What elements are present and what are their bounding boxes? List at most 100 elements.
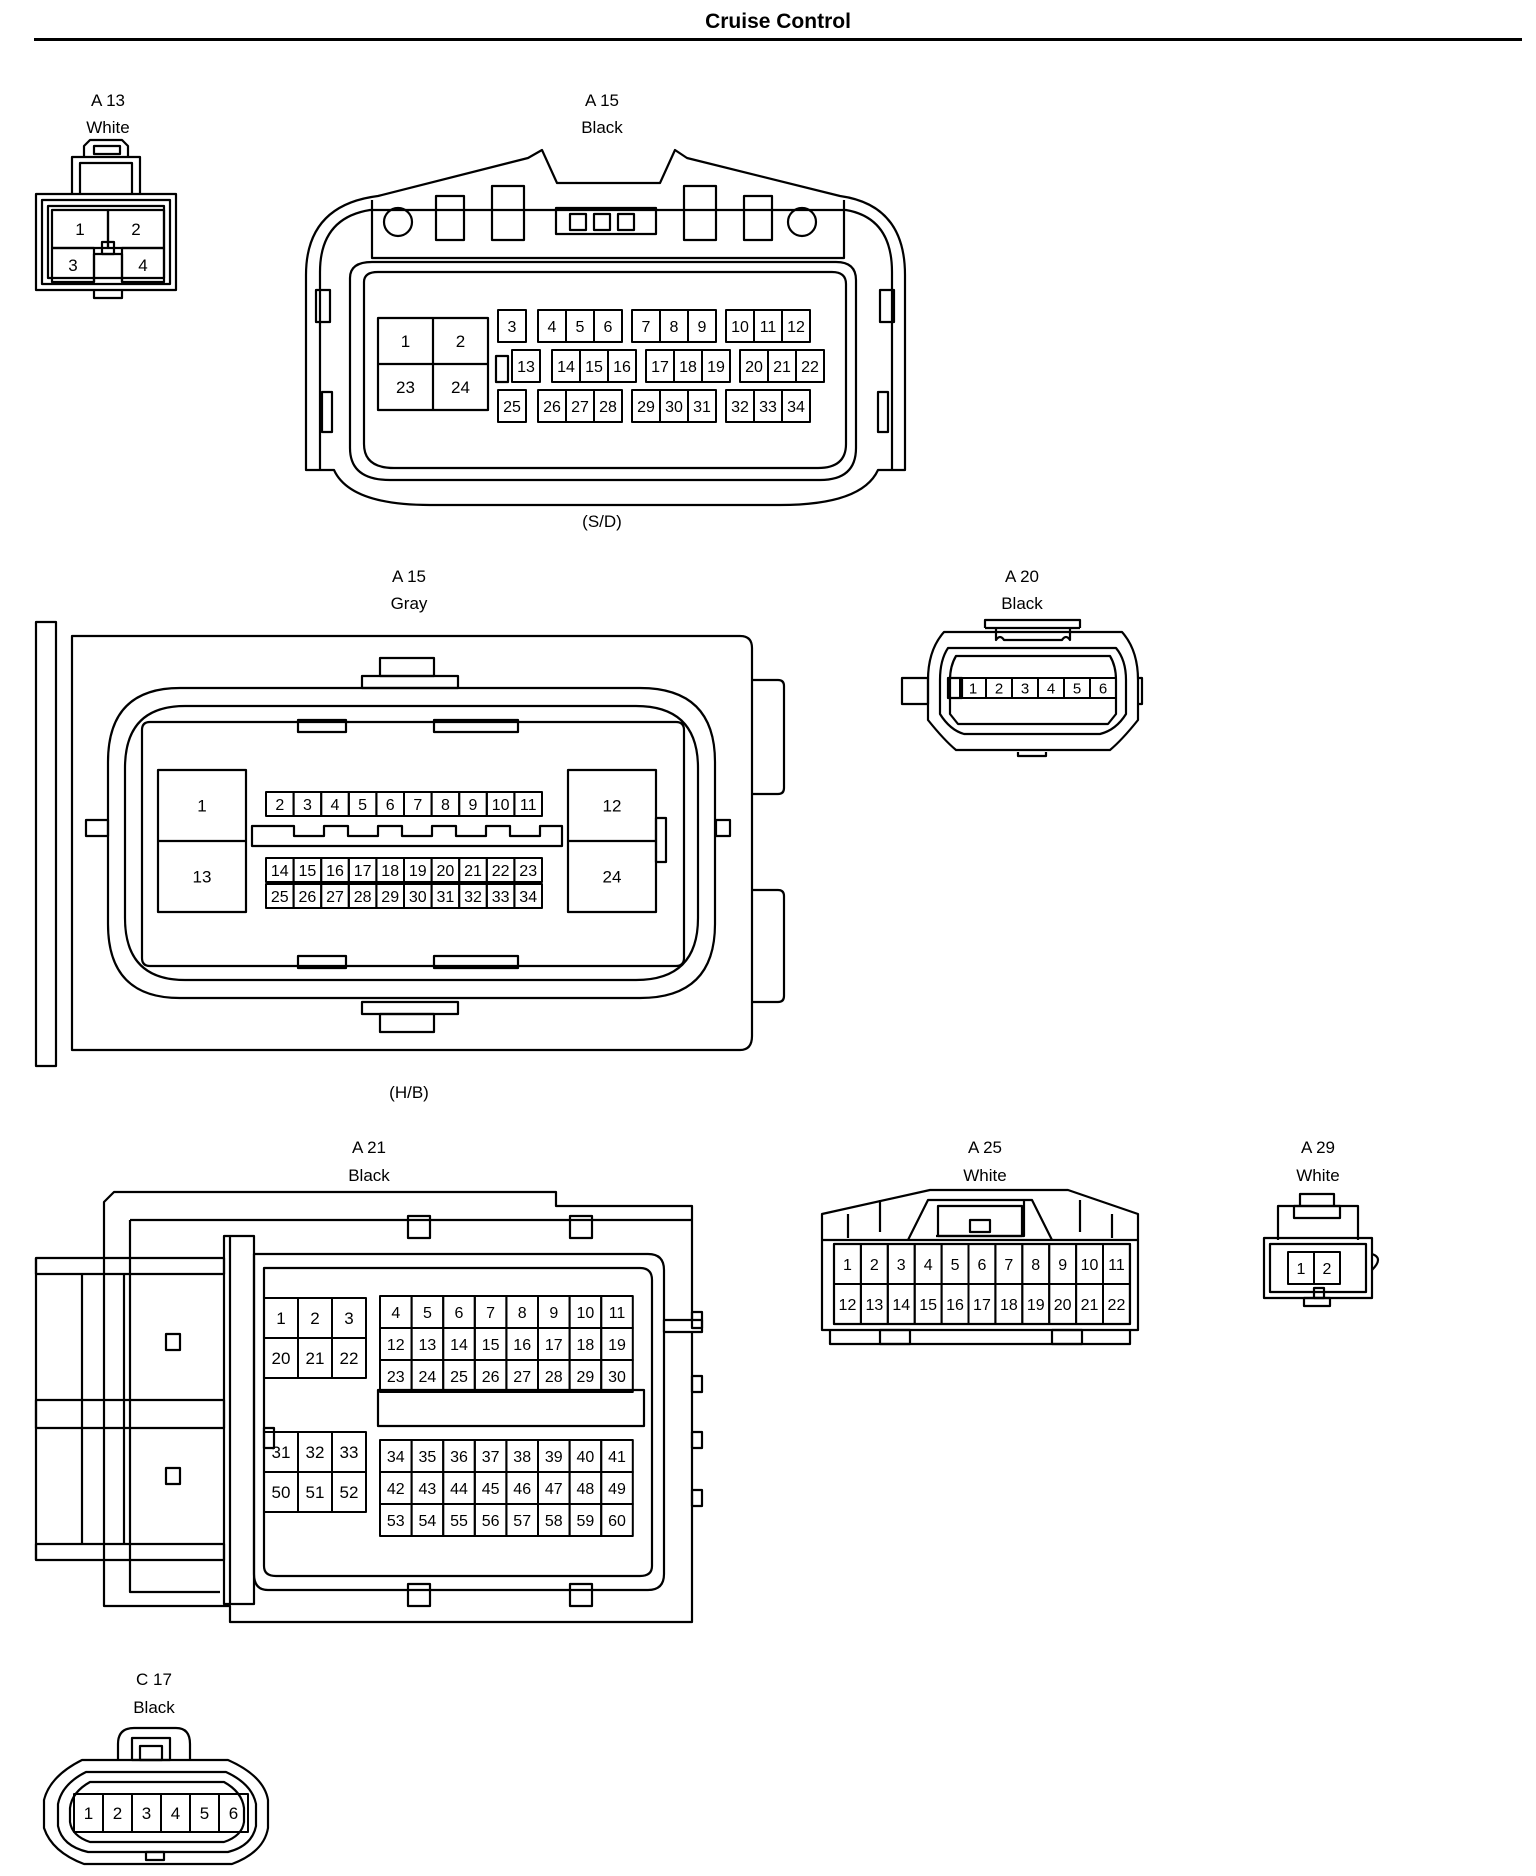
pin-a21-7: 7: [473, 1295, 508, 1329]
pin-a25-15: 15: [913, 1283, 943, 1325]
pin-a21-32: 32: [297, 1431, 333, 1473]
svg-text:33: 33: [492, 889, 510, 906]
pin-a21-28: 28: [537, 1359, 571, 1393]
svg-text:13: 13: [419, 1337, 437, 1354]
svg-text:22: 22: [1108, 1297, 1126, 1314]
svg-text:30: 30: [409, 889, 427, 906]
connector-color-a15-hb: Gray: [390, 594, 428, 613]
pin-a15sd-24: 24: [451, 378, 470, 397]
pin-a15hb-30: 30: [403, 883, 433, 909]
svg-text:5: 5: [576, 319, 585, 336]
pin-a21-29: 29: [568, 1359, 603, 1393]
pin-a25-18: 18: [994, 1283, 1024, 1325]
pin-a21-58: 58: [537, 1503, 571, 1537]
pin-a20-2: 2: [985, 677, 1013, 699]
pin-c17-2: 2: [102, 1793, 133, 1833]
svg-text:25: 25: [450, 1369, 468, 1386]
pin-a21-24: 24: [410, 1359, 445, 1393]
svg-text:25: 25: [271, 889, 289, 906]
svg-text:28: 28: [545, 1369, 563, 1386]
svg-text:17: 17: [651, 359, 669, 376]
svg-text:45: 45: [482, 1481, 500, 1498]
pin-a25-22: 22: [1102, 1283, 1131, 1325]
svg-text:50: 50: [272, 1483, 291, 1502]
svg-text:5: 5: [200, 1804, 209, 1823]
svg-text:3: 3: [303, 797, 312, 814]
svg-text:2: 2: [456, 332, 465, 351]
svg-text:32: 32: [464, 889, 482, 906]
pin-a15sd-32: 32: [725, 389, 755, 423]
pin-a15hb-2: 2: [265, 791, 295, 817]
pin-a15hb-6: 6: [375, 791, 405, 817]
svg-text:32: 32: [731, 399, 749, 416]
pin-a21-36: 36: [442, 1439, 476, 1473]
pin-a15hb-14: 14: [265, 857, 295, 883]
svg-text:7: 7: [413, 797, 422, 814]
svg-text:29: 29: [381, 889, 399, 906]
svg-text:5: 5: [423, 1305, 432, 1322]
svg-text:4: 4: [1047, 680, 1055, 697]
svg-text:24: 24: [419, 1369, 437, 1386]
svg-text:57: 57: [513, 1513, 531, 1530]
svg-text:8: 8: [518, 1305, 527, 1322]
svg-text:6: 6: [229, 1804, 238, 1823]
pin-a20-1: 1: [959, 677, 987, 699]
pin-a21-55: 55: [442, 1503, 476, 1537]
svg-text:26: 26: [482, 1369, 500, 1386]
pin-a21-30: 30: [600, 1359, 634, 1393]
svg-text:1: 1: [197, 797, 206, 816]
svg-text:5: 5: [951, 1257, 960, 1274]
svg-text:16: 16: [946, 1297, 964, 1314]
svg-text:18: 18: [381, 863, 399, 880]
pin-c17-6: 6: [218, 1793, 249, 1833]
pin-a21-60: 60: [600, 1503, 634, 1537]
svg-text:1: 1: [969, 680, 977, 697]
svg-text:27: 27: [513, 1369, 531, 1386]
pin-a15hb-13: 13: [193, 868, 212, 887]
pin-a15hb-25: 25: [265, 883, 295, 909]
pin-a15sd-31: 31: [687, 389, 717, 423]
pin-a21-25: 25: [442, 1359, 476, 1393]
connector-code-a25: A 25: [967, 1138, 1003, 1157]
pin-a15hb-1: 1: [197, 797, 206, 816]
pin-a21-35: 35: [410, 1439, 445, 1473]
pin-a21-22: 22: [331, 1337, 367, 1379]
svg-text:31: 31: [437, 889, 455, 906]
pin-a15hb-32: 32: [458, 883, 488, 909]
pin-a15sd-27: 27: [565, 389, 595, 423]
pin-a15sd-25: 25: [497, 389, 527, 423]
pin-a21-26: 26: [473, 1359, 508, 1393]
svg-text:17: 17: [973, 1297, 991, 1314]
pin-a15sd-4: 4: [537, 309, 567, 343]
svg-text:4: 4: [924, 1257, 933, 1274]
pin-a15hb-21: 21: [458, 857, 488, 883]
pin-a21-49: 49: [600, 1471, 634, 1505]
pin-a15sd-33: 33: [753, 389, 783, 423]
connector-code-a13: A 13: [90, 91, 126, 110]
pin-a25-12: 12: [833, 1283, 862, 1325]
pin-a15hb-11: 11: [513, 791, 544, 817]
svg-text:15: 15: [482, 1337, 500, 1354]
svg-text:6: 6: [386, 797, 395, 814]
pin-a25-21: 21: [1075, 1283, 1104, 1325]
connector-note-a15-hb: (H/B): [389, 1083, 429, 1102]
pin-a21-39: 39: [537, 1439, 571, 1473]
svg-text:10: 10: [1081, 1257, 1099, 1274]
svg-text:11: 11: [760, 319, 777, 336]
pin-a15hb-16: 16: [320, 857, 350, 883]
svg-text:39: 39: [545, 1449, 563, 1466]
svg-text:16: 16: [613, 359, 631, 376]
svg-text:14: 14: [892, 1297, 910, 1314]
svg-text:12: 12: [603, 797, 622, 816]
pin-a21-34: 34: [379, 1439, 413, 1473]
pin-a13-1: 1: [75, 220, 84, 239]
connector-color-a21: Black: [348, 1166, 390, 1185]
pin-a15sd-2: 2: [456, 332, 465, 351]
pin-a25-3: 3: [886, 1243, 916, 1285]
pin-a21-4: 4: [379, 1295, 413, 1329]
pin-a21-50: 50: [263, 1471, 299, 1513]
svg-text:12: 12: [387, 1337, 405, 1354]
pin-a21-46: 46: [505, 1471, 539, 1505]
pin-a21-41: 41: [600, 1439, 634, 1473]
pin-a29-2: 2: [1313, 1251, 1341, 1285]
